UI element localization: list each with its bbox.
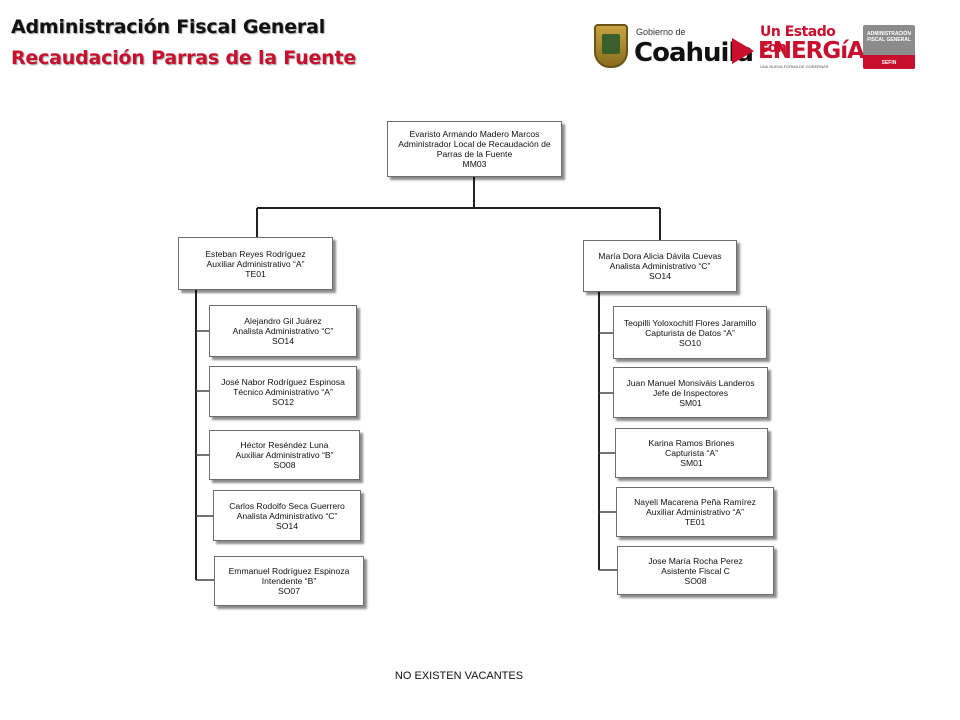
estado-energia-logo: Un Estado con ENERGíA UNA NUEVA FORMA DE…	[732, 24, 865, 72]
org-box-role: Auxiliar Administrativo “A”	[646, 507, 744, 517]
org-box-code: SM01	[679, 397, 702, 408]
org-box-name: Alejandro Gil Juárez	[244, 316, 322, 326]
org-box-code: SM01	[680, 458, 703, 468]
logo-energia-label: ENERGíA	[758, 38, 865, 64]
org-box-role: Capturista de Datos “A”	[645, 327, 735, 338]
org-box-name: Teopilli Yoloxochitl Flores Jaramillo	[623, 317, 757, 328]
afg-badge-label: SEFIN	[881, 60, 897, 66]
org-box-role: Auxiliar Administrativo “A”	[206, 258, 305, 269]
org-box-manager-right: María Dora Alicia Dávila Cuevas Analista…	[583, 240, 737, 292]
org-box-code: SO08	[684, 575, 707, 586]
org-box-role: Analista Administrativo “C”	[232, 326, 334, 336]
org-box-code: SO10	[679, 337, 701, 348]
org-box-name: Carlos Rodolfo Seca Guerrero	[229, 500, 345, 511]
org-box-code: MM03	[462, 159, 487, 169]
org-box-code: TE01	[245, 268, 266, 279]
org-box-name: Karina Ramos Briones	[648, 438, 735, 448]
logo-energia-tagline: UNA NUEVA FORMA DE GOBERNAR	[760, 64, 829, 69]
org-box-code: SO07	[278, 586, 300, 596]
afg-badge-bar	[863, 55, 915, 69]
org-box-name: Héctor Reséndez Luna	[240, 440, 329, 450]
org-box-left-report-3: Héctor Reséndez Luna Auxiliar Administra…	[209, 430, 360, 480]
org-box-code: SO08	[273, 460, 296, 470]
org-box-root: Evaristo Armando Madero Marcos Administr…	[387, 121, 562, 177]
afg-line2: FISCAL GENERAL	[867, 37, 911, 43]
afg-logo: ADMINISTRACIÓN FISCAL GENERAL SEFIN	[863, 25, 915, 69]
org-box-name: Evaristo Armando Madero Marcos	[409, 129, 540, 139]
org-box-role: Auxiliar Administrativo “B”	[235, 450, 334, 460]
org-box-name: Jose María Rocha Perez	[648, 555, 743, 566]
org-box-name: José Nabor Rodríguez Espinosa	[221, 376, 345, 387]
coahuila-shield-icon	[594, 24, 628, 68]
org-box-right-report-1: Teopilli Yoloxochitl Flores Jaramillo Ca…	[613, 306, 767, 359]
org-box-name: Esteban Reyes Rodríguez	[205, 248, 306, 259]
org-box-role: Intendente “B”	[261, 576, 317, 586]
org-box-name: Nayeli Macarena Peña Ramírez	[634, 497, 756, 507]
page-subtitle: Recaudación Parras de la Fuente	[11, 47, 357, 69]
org-box-right-report-2: Juan Manuel Monsiváis Landeros Jefe de I…	[613, 367, 768, 418]
org-box-code: SO14	[649, 271, 671, 281]
energia-arrow-icon	[732, 38, 754, 64]
afg-line1: ADMINISTRACIÓN	[867, 31, 911, 37]
logo-gobierno-label: Gobierno de	[636, 27, 686, 37]
org-box-role: Analista Administrativo “C”	[609, 261, 711, 271]
org-box-right-report-4: Nayeli Macarena Peña Ramírez Auxiliar Ad…	[616, 487, 774, 537]
org-box-left-report-5: Emmanuel Rodríguez Espinoza Intendente “…	[214, 556, 364, 606]
org-box-code: SO12	[272, 396, 294, 407]
org-box-role: Técnico Administrativo “A”	[233, 386, 333, 397]
org-box-left-report-4: Carlos Rodolfo Seca Guerrero Analista Ad…	[213, 490, 361, 541]
logo-un-estado-label: Un Estado con	[760, 24, 836, 56]
org-box-name: María Dora Alicia Dávila Cuevas	[598, 251, 722, 261]
org-box-role: Administrador Local de Recaudación de Pa…	[398, 139, 551, 159]
afg-logo-text: ADMINISTRACIÓN FISCAL GENERAL	[863, 31, 915, 43]
page-title: Administración Fiscal General	[11, 16, 326, 38]
org-box-manager-left: Esteban Reyes Rodríguez Auxiliar Adminis…	[178, 237, 333, 290]
org-box-code: TE01	[684, 517, 706, 527]
org-box-right-report-5: Jose María Rocha Perez Asistente Fiscal …	[617, 546, 774, 595]
org-box-left-report-2: José Nabor Rodríguez Espinosa Técnico Ad…	[209, 366, 357, 417]
org-box-role: Analista Administrativo “C”	[236, 510, 338, 521]
org-box-role: Asistente Fiscal C	[661, 565, 730, 576]
org-box-role: Jefe de Inspectores	[652, 387, 728, 398]
org-box-left-report-1: Alejandro Gil Juárez Analista Administra…	[209, 305, 357, 357]
org-box-name: Juan Manuel Monsiváis Landeros	[626, 377, 755, 388]
org-box-code: SO14	[276, 520, 298, 531]
org-box-code: SO14	[272, 336, 294, 346]
vacancies-note: NO EXISTEN VACANTES	[394, 670, 524, 682]
org-box-right-report-3: Karina Ramos Briones Capturista “A” SM01	[615, 428, 768, 478]
org-box-role: Capturista “A”	[664, 448, 718, 458]
org-box-name: Emmanuel Rodríguez Espinoza	[228, 566, 350, 576]
